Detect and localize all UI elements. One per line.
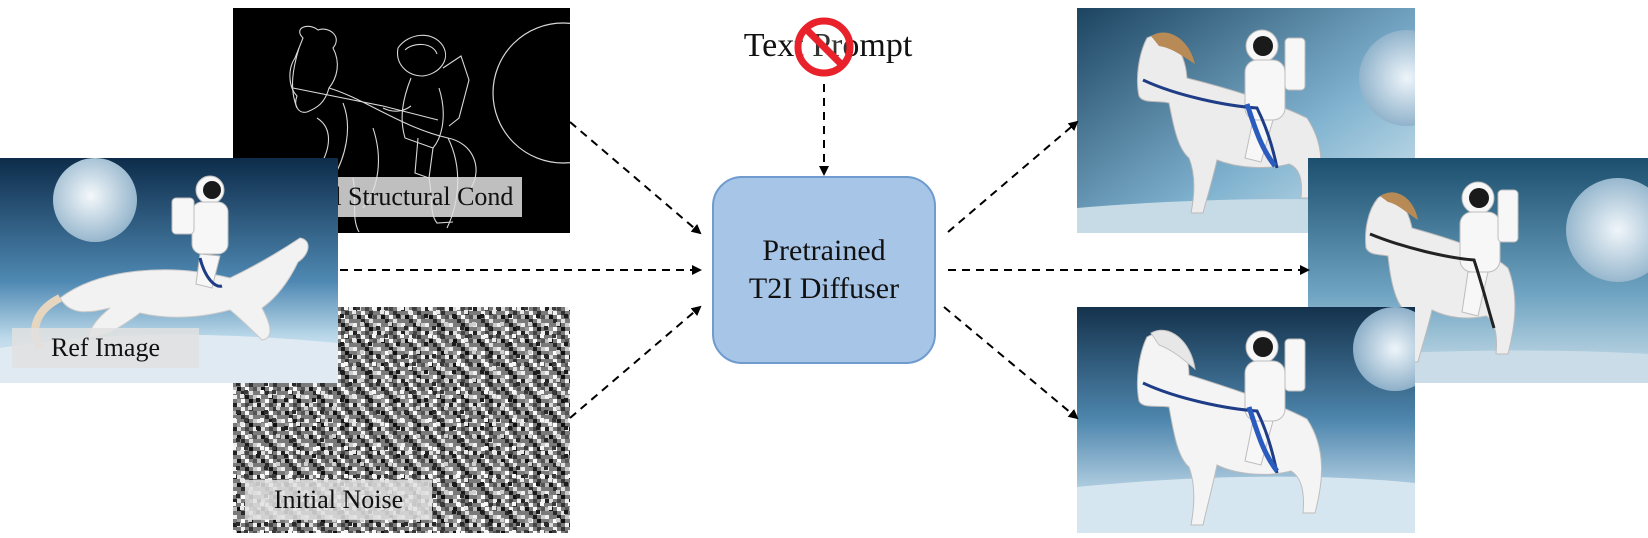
- text-prompt-label: Text Prompt: [743, 27, 913, 64]
- diffuser-title-line2: T2I Diffuser: [748, 272, 900, 305]
- ref-image-label: Ref Image: [12, 328, 199, 368]
- arrow-noise-to-diffuser: [569, 305, 702, 419]
- output-image-3: [1077, 307, 1415, 533]
- no-sign-icon: [793, 16, 855, 78]
- arrow-diffuser-to-output-3: [943, 306, 1079, 420]
- arrow-diffuser-to-output-1: [947, 120, 1079, 233]
- initial-noise-label: Initial Noise: [245, 480, 432, 520]
- pretrained-t2i-diffuser-block: Pretrained T2I Diffuser: [712, 176, 936, 364]
- structural-cond-image: [233, 8, 570, 233]
- diffuser-title-line1: Pretrained: [762, 234, 886, 267]
- arrow-structural-to-diffuser: [569, 121, 702, 235]
